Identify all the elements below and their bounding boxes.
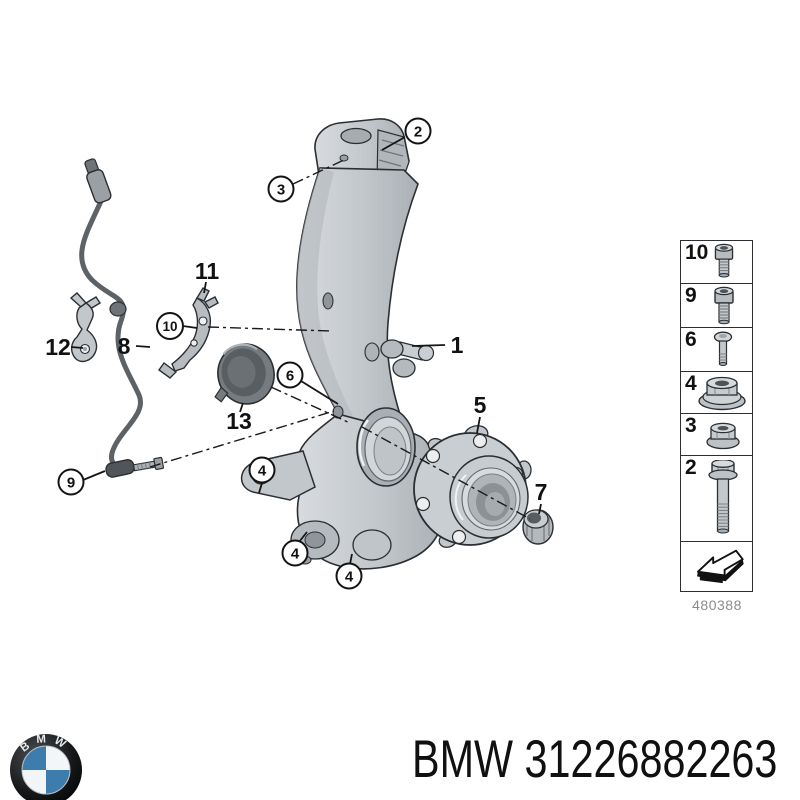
hex-flange-bolt-icon: [707, 459, 738, 533]
legend-row-10: 10: [681, 241, 752, 284]
callout-4c-number: 4: [345, 569, 354, 586]
cable-plug: [84, 158, 112, 204]
collar-nut-icon: [697, 376, 746, 410]
callout-4c: 4: [335, 562, 363, 590]
cable-grommet: [109, 301, 127, 317]
legend-row-3: 3: [681, 414, 752, 456]
legend-row-number: 6: [685, 328, 697, 351]
part-number-caption: BMW 31226882263: [412, 730, 778, 789]
legend-row-9: 9: [681, 284, 752, 328]
callout-label-11: 11: [195, 258, 220, 284]
part-holder-bracket: [69, 292, 101, 363]
callout-label-1: 1: [451, 332, 464, 358]
flange-nut-icon: [705, 422, 740, 449]
callout-label-13: 13: [226, 408, 252, 434]
part-wheel-hub-bearing: [413, 425, 532, 548]
part-axle-nut: [522, 509, 554, 545]
legend-row-number: 2: [685, 456, 697, 479]
leader-lines: [70, 136, 542, 565]
callout-label-7: 7: [535, 479, 548, 505]
callout-4a-number: 4: [258, 463, 267, 480]
callout-4b-number: 4: [291, 546, 300, 563]
callout-4a: 4: [248, 456, 276, 484]
callout-2-number: 2: [414, 124, 422, 141]
callout-3: 3: [267, 175, 295, 203]
part-sensor-bracket: [158, 287, 219, 379]
part-abs-sensor-cable: [79, 158, 165, 478]
legend-row-2: 2: [681, 456, 752, 542]
legend-row-arrow: [681, 542, 752, 587]
callout-4b: 4: [281, 539, 309, 567]
legend-row-6: 6: [681, 328, 752, 372]
pan-head-screw-icon: [713, 331, 732, 366]
callout-6: 6: [276, 361, 304, 389]
callout-10-number: 10: [162, 319, 177, 334]
callout-label-8: 8: [118, 333, 131, 359]
legend-row-number: 10: [685, 241, 709, 264]
abs-sensor-head: [105, 459, 135, 478]
callout-2: 2: [404, 117, 432, 145]
callout-9: 9: [57, 468, 85, 496]
sensor-bolt: [132, 456, 165, 472]
callout-6-number: 6: [286, 368, 294, 385]
callout-10: 10: [156, 312, 184, 340]
part-dust-cover: [214, 343, 275, 405]
centerlines: [149, 158, 531, 520]
legend-row-4: 4: [681, 372, 752, 414]
socket-head-bolt-icon: [713, 286, 734, 324]
callout-9-number: 9: [67, 475, 75, 492]
callout-label-12: 12: [45, 334, 71, 360]
pinch-bolt: [339, 154, 349, 162]
legend-row-number: 9: [685, 284, 697, 307]
callout-3-number: 3: [277, 182, 285, 199]
direction-arrow-icon: [696, 549, 744, 583]
socket-head-bolt-icon: [714, 243, 733, 278]
callout-label-5: 5: [474, 392, 487, 418]
diagram-number: 480388: [692, 597, 742, 613]
legend-row-number: 4: [685, 372, 697, 395]
legend-row-number: 3: [685, 414, 697, 437]
fastener-legend: 10 9 6: [680, 240, 753, 592]
bmw-roundel-logo: BMW: [10, 733, 82, 800]
